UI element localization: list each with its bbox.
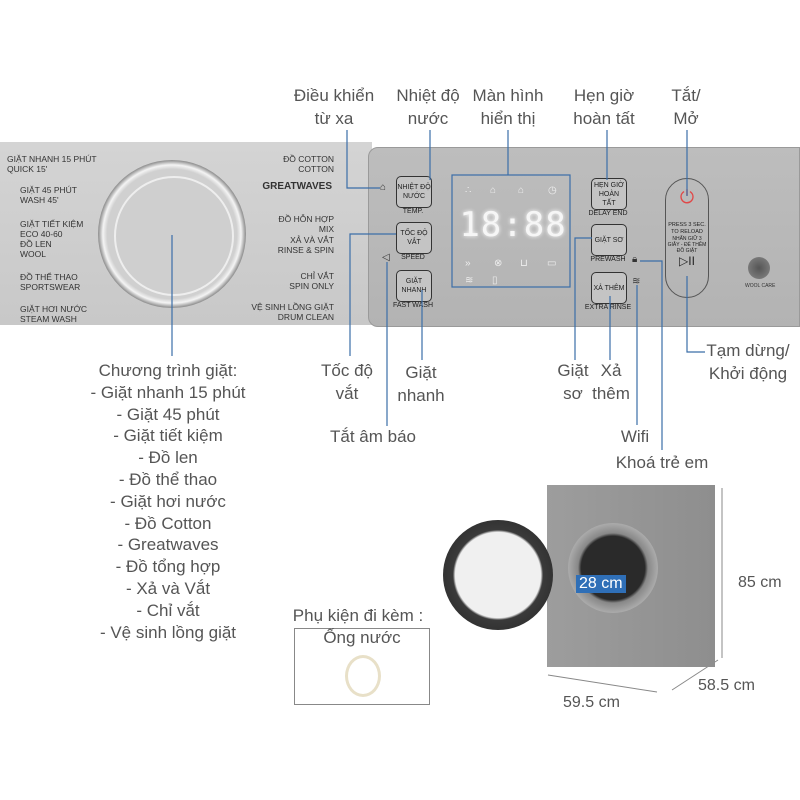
start-pause-button[interactable]: ▷II (679, 254, 695, 268)
display-wifi-icon: ≋ (465, 275, 474, 286)
greatwaves-logo: GREATWAVES (262, 181, 332, 192)
delay-end-sublabel: DELAY END (588, 210, 628, 217)
extra-rinse-button[interactable]: XẢ THÊM (591, 272, 627, 304)
washer-drum (568, 523, 658, 613)
display-drum-icon: ⊗ (494, 258, 503, 269)
fast-wash-sublabel: FAST WASH (392, 302, 434, 309)
reload-instruction-vi: NHẤN GIỮ 3 GIÂY - ĐỂ THÊM ĐỒ GIẶT (667, 236, 707, 254)
washer-door (443, 520, 553, 630)
display-clock-icon: ◷ (548, 185, 557, 196)
hose-image (345, 655, 381, 697)
control-panel (368, 147, 800, 327)
display-lock-icon: ⌂ (490, 185, 497, 196)
temp-sublabel: TEMP. (402, 208, 424, 215)
line-prewash (574, 237, 592, 360)
prewash-sublabel: PREWASH (590, 256, 626, 263)
callout-mute: Tắt âm báo (330, 427, 416, 446)
callout-power: Tắt/Mở (671, 86, 701, 128)
speed-sublabel: SPEED (401, 254, 425, 261)
reload-instruction: PRESS 3 SEC. TO RELOAD (668, 222, 706, 235)
lock-icon: 🔒︎ (632, 254, 638, 265)
width-dimension: 59.5 cm (563, 694, 620, 711)
display-outline (451, 174, 571, 288)
line-pause (686, 276, 705, 353)
accessory-item: Ống nước (323, 628, 401, 647)
display-childlock-icon: ⌂ (518, 185, 525, 196)
callout-programs: Chương trình giặt: - Giặt nhanh 15 phút … (90, 361, 246, 642)
height-dimension: 85 cm (738, 574, 782, 591)
extra-rinse-sublabel: EXTRA RINSE (584, 304, 632, 311)
display-tub-icon: ⊔ (520, 258, 528, 269)
remote-icon: ⌂ (380, 182, 387, 193)
temp-button[interactable]: NHIỆT ĐỘ NƯỚC (396, 176, 432, 208)
accessory-box: Ống nước (294, 628, 430, 705)
power-button[interactable]: ⏻ (679, 187, 695, 207)
accessory-title: Phụ kiện đi kèm : (292, 606, 424, 625)
door-diameter: 28 cm (576, 575, 626, 593)
wool-care-icon (748, 257, 770, 279)
wool-care-label: WOOL CARE (745, 283, 776, 289)
callout-pause: Tạm dừng/Khởi động (706, 341, 790, 383)
wifi-icon: ≋ (632, 276, 641, 287)
prewash-button[interactable]: GIẶT SƠ (591, 224, 627, 256)
delay-end-button[interactable]: HẸN GIỜ HOÀN TẤT (591, 178, 627, 210)
line-speed (349, 233, 396, 356)
line-childlock (640, 260, 663, 450)
display-rinse-icon: ▭ (547, 258, 557, 269)
display-remote-icon: ▯ (492, 275, 498, 286)
depth-dimension: 58.5 cm (698, 677, 755, 694)
display-digits: 18:88 (459, 205, 567, 245)
fast-wash-button[interactable]: GIẶT NHANH (396, 270, 432, 302)
dial-face (114, 176, 234, 296)
line-remote (346, 130, 380, 189)
display-steam-icon: ∴ (465, 185, 472, 196)
callout-wifi: Wifi (620, 427, 650, 446)
callout-childlock: Khoá trẻ em (615, 453, 709, 472)
mute-icon: ◁ (382, 252, 390, 263)
display-spin-icon: » (465, 258, 471, 269)
speed-button[interactable]: TỐC ĐỘ VẮT (396, 222, 432, 254)
